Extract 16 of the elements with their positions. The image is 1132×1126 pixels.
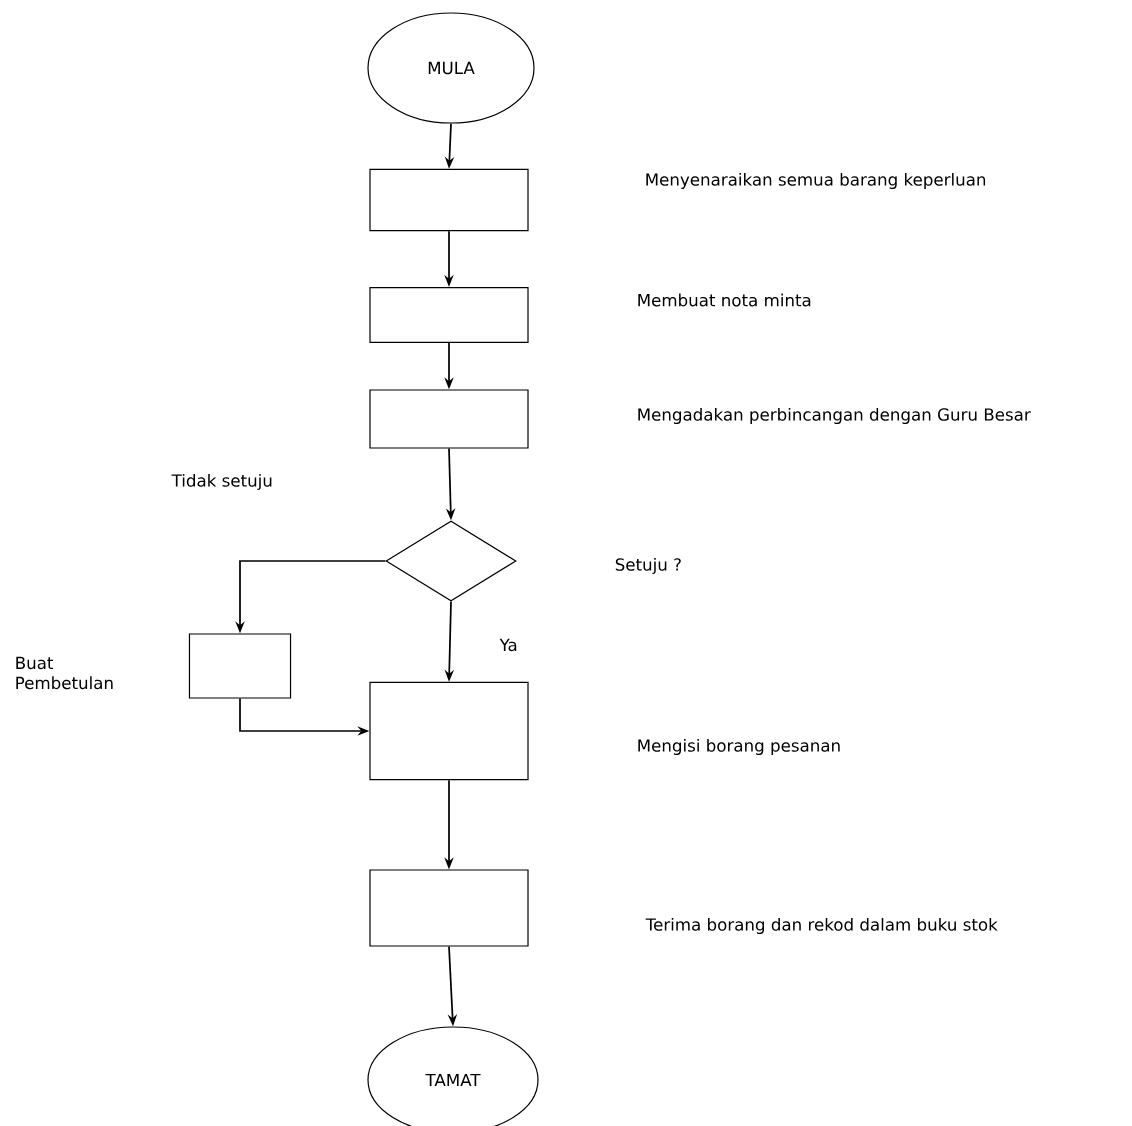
edge-label: Ya	[498, 637, 520, 653]
step-text: Membuat nota minta	[638, 293, 811, 307]
process-box	[369, 681, 529, 781]
step-text: Setuju ?	[615, 557, 681, 575]
edge-label: Tidak setuju	[170, 472, 275, 492]
process-box	[369, 869, 529, 947]
decision-diamond	[385, 520, 517, 602]
step-text: Mengadakan perbincangan dengan Guru Besar	[638, 407, 1031, 425]
step-text: Terima borang dan rekod dalam buku stok	[645, 917, 998, 935]
process-box	[369, 286, 529, 344]
process-box	[369, 389, 529, 449]
step-text: Menyenaraikan semua barang keperluan	[646, 172, 986, 190]
step-text: Buat Pembetulan	[16, 656, 113, 690]
process-box	[369, 168, 529, 232]
step-text: Mengisi borang pesanan	[638, 738, 840, 756]
process-box	[188, 633, 292, 699]
